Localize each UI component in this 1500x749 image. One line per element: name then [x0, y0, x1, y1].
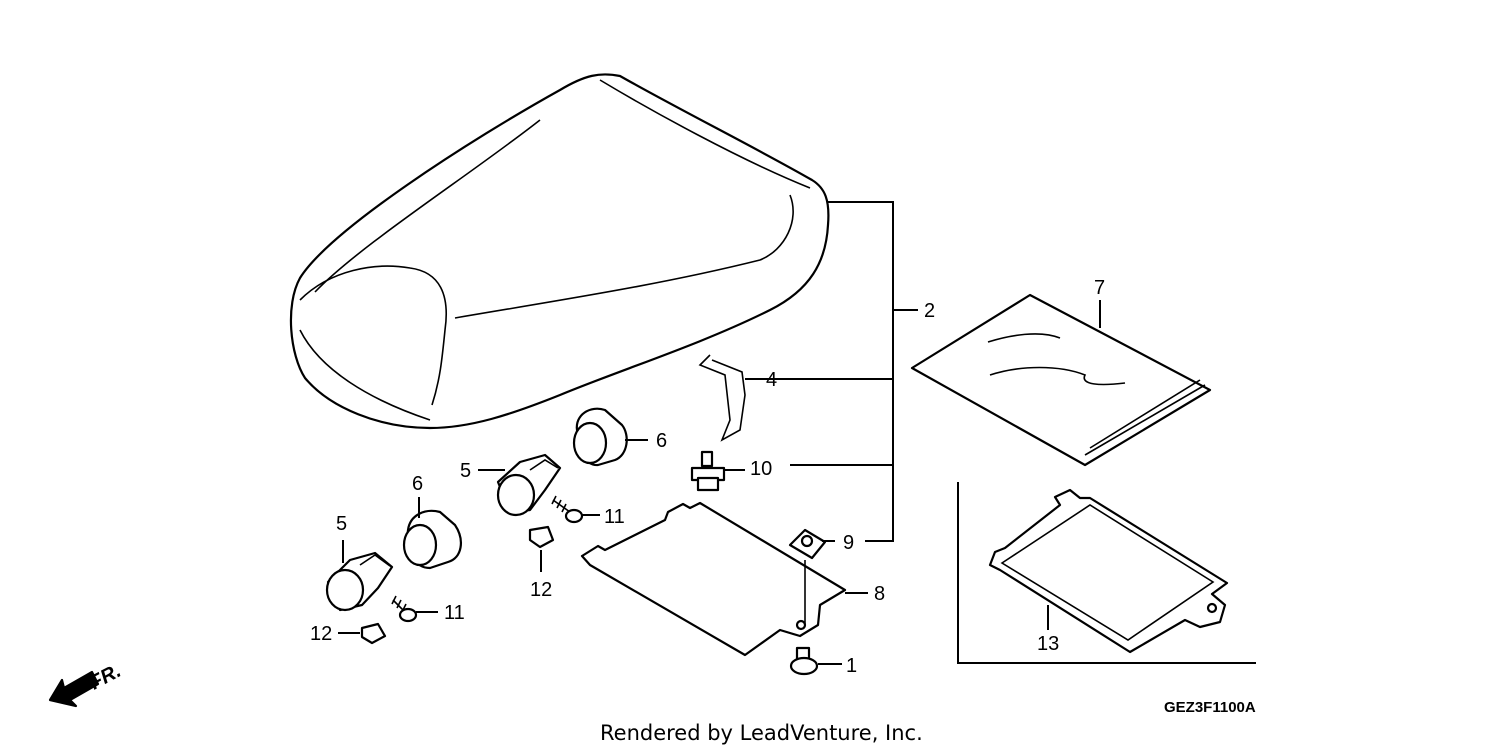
- callout-2-bracket: [790, 201, 918, 542]
- tray-part-13[interactable]: [988, 488, 1229, 654]
- sleeve-part-6-lower[interactable]: [402, 497, 462, 570]
- callout-11-lower: 11: [444, 602, 465, 624]
- callout-9: 9: [843, 532, 854, 554]
- front-direction-arrow: [48, 670, 100, 708]
- callout-8: 8: [874, 583, 885, 605]
- bolt-part-1[interactable]: [789, 646, 842, 676]
- front-direction-label: FR.: [86, 660, 125, 695]
- sleeve-part-6-upper[interactable]: [572, 407, 648, 467]
- clip-part-9[interactable]: [788, 528, 835, 560]
- callout-5-upper: 5: [460, 460, 471, 482]
- seat-part[interactable]: [289, 73, 830, 430]
- footer-credit: Rendered by LeadVenture, Inc.: [600, 721, 923, 745]
- grommet-part-12-upper[interactable]: [528, 525, 555, 572]
- callout-12-upper: 12: [530, 579, 552, 601]
- plate-part-8[interactable]: [580, 501, 868, 657]
- diagram-code: GEZ3F1100A: [1164, 699, 1256, 716]
- clamp-part-5-upper[interactable]: [478, 453, 562, 517]
- callout-4: 4: [766, 369, 777, 391]
- callout-2: 2: [924, 300, 935, 322]
- callout-5-lower: 5: [336, 513, 347, 535]
- clamp-part-5-lower[interactable]: [325, 540, 394, 612]
- callout-6-lower: 6: [412, 473, 423, 495]
- bag-part-7[interactable]: [910, 293, 1212, 467]
- hook-part-4[interactable]: [698, 354, 790, 442]
- bolt-part-10[interactable]: [690, 450, 745, 492]
- callout-13: 13: [1037, 633, 1059, 655]
- callout-10: 10: [750, 458, 772, 480]
- callout-1: 1: [846, 655, 857, 677]
- grommet-part-12-lower[interactable]: [338, 622, 387, 645]
- callout-7: 7: [1094, 277, 1105, 299]
- callout-11-upper: 11: [604, 506, 625, 528]
- part-13-box: [957, 482, 1256, 664]
- screw-part-11-upper[interactable]: [551, 495, 600, 524]
- callout-12-lower: 12: [310, 623, 332, 645]
- screw-part-11-lower[interactable]: [391, 595, 438, 623]
- callout-6-upper: 6: [656, 430, 667, 452]
